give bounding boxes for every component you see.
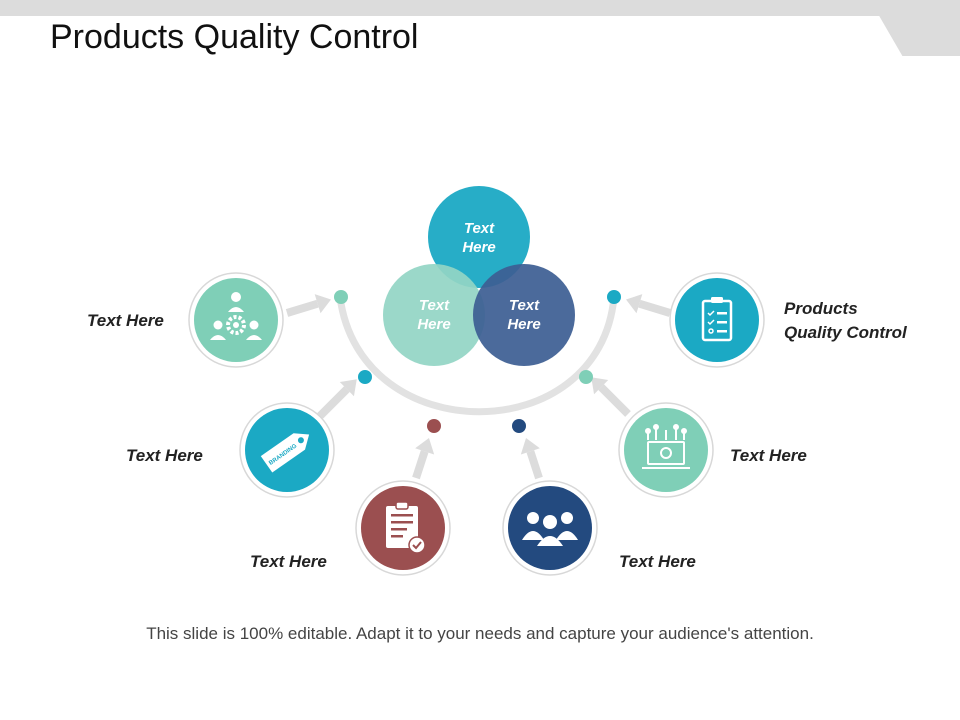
venn-right-line1: Text xyxy=(509,297,540,314)
node-5 xyxy=(618,402,714,498)
team-gear-icon xyxy=(210,292,262,340)
venn-circle-top xyxy=(428,186,530,288)
node-5-label: Text Here xyxy=(730,446,807,465)
header-bar xyxy=(0,0,960,16)
node-3 xyxy=(355,480,451,576)
arc-dot-3 xyxy=(427,419,441,433)
arc-dot-6 xyxy=(607,290,621,304)
connector-arrows xyxy=(285,294,672,480)
venn-top-line2: Here xyxy=(462,239,495,256)
node-6 xyxy=(669,272,765,368)
laptop-network-icon xyxy=(642,424,690,469)
arc-dot-4 xyxy=(512,419,526,433)
venn-diagram: Text Here Text Here Text Here xyxy=(383,186,575,366)
node-2: BRANDING xyxy=(239,402,335,498)
arrow-3 xyxy=(412,438,435,480)
venn-circle-right xyxy=(473,264,575,366)
arc-dot-2 xyxy=(358,370,372,384)
arrow-2 xyxy=(317,379,357,419)
arc-dot-1 xyxy=(334,290,348,304)
venn-circle-left xyxy=(383,264,485,366)
checklist-icon xyxy=(701,297,733,342)
connector-arc xyxy=(336,296,618,416)
arrow-6 xyxy=(626,294,672,317)
clipboard-check-icon xyxy=(386,501,426,554)
node-4-label: Text Here xyxy=(619,552,696,571)
arrow-5 xyxy=(591,377,631,417)
arrow-1 xyxy=(285,294,331,317)
slide-title: Products Quality Control xyxy=(50,18,419,56)
venn-left-line1: Text xyxy=(419,297,450,314)
business-team-icon xyxy=(522,512,578,546)
node-1-label: Text Here xyxy=(87,311,164,330)
arrow-4 xyxy=(520,438,543,480)
node-4 xyxy=(502,480,598,576)
venn-right-line2: Here xyxy=(507,316,540,333)
node-1 xyxy=(188,272,284,368)
venn-left-line2: Here xyxy=(417,316,450,333)
node-6-label: Products Quality Control xyxy=(784,299,907,342)
footer-note: This slide is 100% editable. Adapt it to… xyxy=(146,624,814,643)
node-3-label: Text Here xyxy=(250,552,327,571)
venn-top-line1: Text xyxy=(464,220,495,237)
arc-dot-5 xyxy=(579,370,593,384)
node-2-label: Text Here xyxy=(126,446,203,465)
